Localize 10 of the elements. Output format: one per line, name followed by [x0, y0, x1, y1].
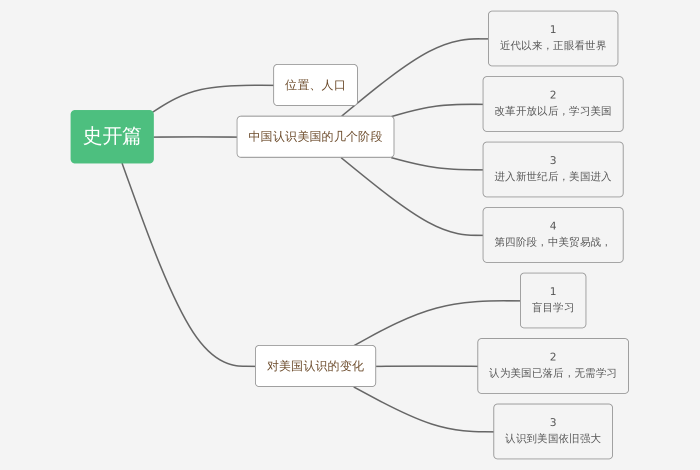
- connector: [154, 136, 238, 138]
- connector: [122, 163, 256, 368]
- connector: [340, 157, 484, 236]
- connector: [391, 104, 484, 118]
- connector: [152, 84, 274, 113]
- connector: [354, 300, 521, 346]
- connector: [376, 365, 478, 368]
- connector: [354, 386, 494, 433]
- connector: [340, 38, 489, 118]
- connector: [391, 156, 484, 171]
